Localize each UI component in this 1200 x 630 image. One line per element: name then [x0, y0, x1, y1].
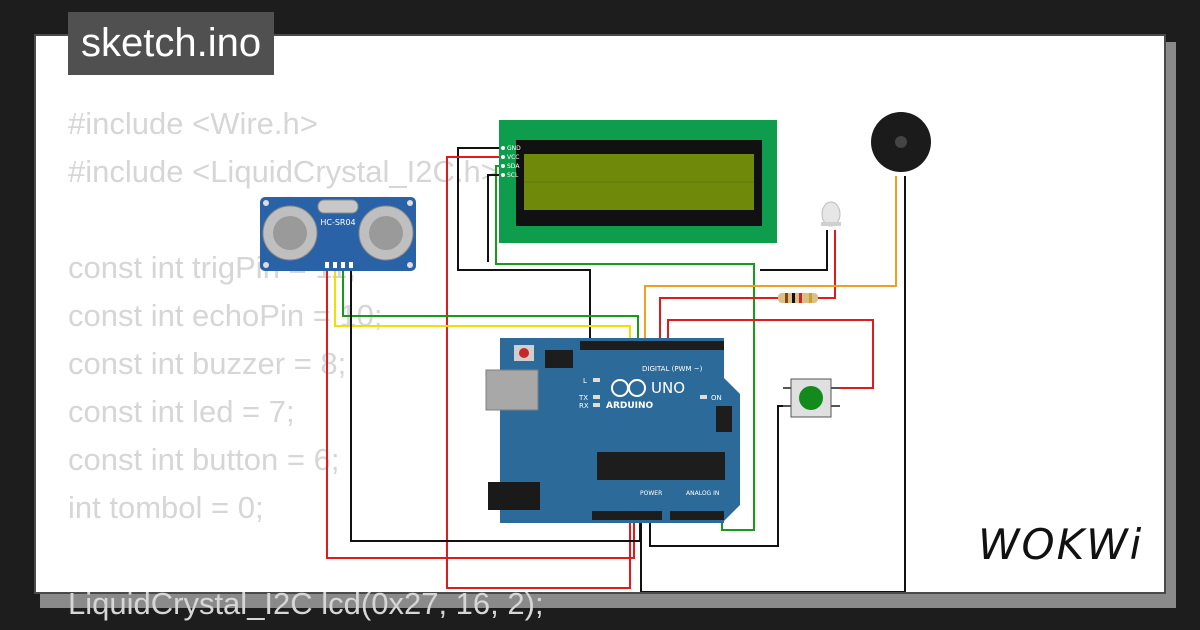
code-line: const int led = 7;	[68, 394, 295, 429]
digital-header	[580, 341, 724, 350]
analog-header	[670, 511, 724, 520]
code-line: int tombol = 0;	[68, 490, 264, 525]
sonar-hole	[263, 262, 269, 268]
lcd-pin-label: VCC	[507, 154, 519, 161]
resistor-band	[792, 293, 795, 303]
code-line: #include <Wire.h>	[68, 106, 318, 141]
led-on	[700, 395, 707, 399]
lcd-module[interactable]: GND VCC SDA SCL	[499, 120, 777, 243]
wire-sonar-echo[interactable]	[342, 268, 639, 345]
led-base	[821, 222, 841, 226]
lcd-pin-label: SCL	[507, 172, 519, 179]
sonar-hole	[407, 200, 413, 206]
wire-button-gnd[interactable]	[649, 405, 783, 547]
wire-lcd-vcc[interactable]	[446, 156, 631, 589]
lcd-pin-label: GND	[507, 145, 521, 152]
atmega-chip	[597, 452, 725, 480]
wire-led-anode[interactable]	[818, 230, 836, 299]
wires	[326, 147, 906, 592]
resistor-band	[785, 293, 788, 303]
reset-button[interactable]	[519, 348, 529, 358]
pushbutton-cap[interactable]	[799, 386, 823, 410]
arduino-uno[interactable]: DIGITAL (PWM ~) UNO ARDUINO L TX RX ON P…	[485, 338, 740, 523]
icsp2-header	[716, 406, 732, 432]
sonar-receiver-mesh	[369, 216, 403, 250]
arduino-model: UNO	[651, 379, 685, 397]
code-line: LiquidCrystal_I2C lcd(0x27, 16, 2);	[68, 586, 544, 621]
sonar-pins	[325, 262, 353, 268]
wokwi-logo: WOKWi	[978, 520, 1144, 569]
wire-buzzer-gnd[interactable]	[640, 176, 906, 592]
lcd-pin-label: SDA	[507, 163, 520, 170]
code-line: const int button = 6;	[68, 442, 340, 477]
power-label: POWER	[640, 490, 662, 497]
led-label-tx: TX	[578, 394, 588, 402]
sonar-hole	[263, 200, 269, 206]
power-jack	[488, 482, 540, 510]
sonar-crystal	[317, 199, 359, 214]
resistor-band	[799, 293, 802, 303]
led-rx	[593, 403, 600, 407]
file-name-tag: sketch.ino	[68, 12, 275, 75]
power-header	[592, 511, 662, 520]
resistor-band	[809, 293, 812, 303]
icsp-header	[545, 350, 573, 368]
wire-sonar-trig[interactable]	[334, 268, 631, 345]
led-component[interactable]	[821, 201, 841, 227]
wire-buzzer-signal[interactable]	[644, 176, 897, 345]
buzzer-hole	[895, 136, 907, 148]
led-l	[593, 378, 600, 382]
digital-label: DIGITAL (PWM ~)	[642, 365, 703, 373]
ultrasonic-sensor[interactable]: HC-SR04	[260, 197, 416, 271]
wire-lcd-sda[interactable]	[495, 165, 755, 531]
buzzer[interactable]	[871, 112, 931, 172]
led-label-on: ON	[711, 394, 722, 402]
arduino-brand: ARDUINO	[606, 401, 654, 411]
analog-label: ANALOG IN	[686, 490, 719, 497]
wire-resistor-pin7[interactable]	[659, 297, 778, 345]
wire-sonar-vcc[interactable]	[326, 268, 635, 559]
led-label-rx: RX	[579, 402, 589, 410]
code-background: #include <Wire.h> #include <LiquidCrysta…	[68, 100, 544, 628]
sonar-transmitter-mesh	[273, 216, 307, 250]
wire-button-pin6[interactable]	[667, 319, 874, 389]
wire-lcd-scl[interactable]	[487, 174, 500, 262]
wire-sonar-gnd[interactable]	[350, 268, 641, 542]
lcd-pins	[501, 146, 505, 177]
led-label-l: L	[583, 377, 587, 385]
sonar-hole	[407, 262, 413, 268]
resistor[interactable]	[778, 293, 818, 303]
arduino-logo	[611, 379, 646, 397]
pushbutton[interactable]	[783, 378, 840, 418]
code-line: const int buzzer = 8;	[68, 346, 347, 381]
code-line: const int echoPin = 10;	[68, 298, 383, 333]
wire-lcd-gnd[interactable]	[457, 147, 591, 345]
led-tx	[593, 395, 600, 399]
wire-led-gnd[interactable]	[760, 230, 828, 271]
usb-port[interactable]	[485, 369, 539, 411]
sonar-label: HC-SR04	[320, 218, 355, 227]
